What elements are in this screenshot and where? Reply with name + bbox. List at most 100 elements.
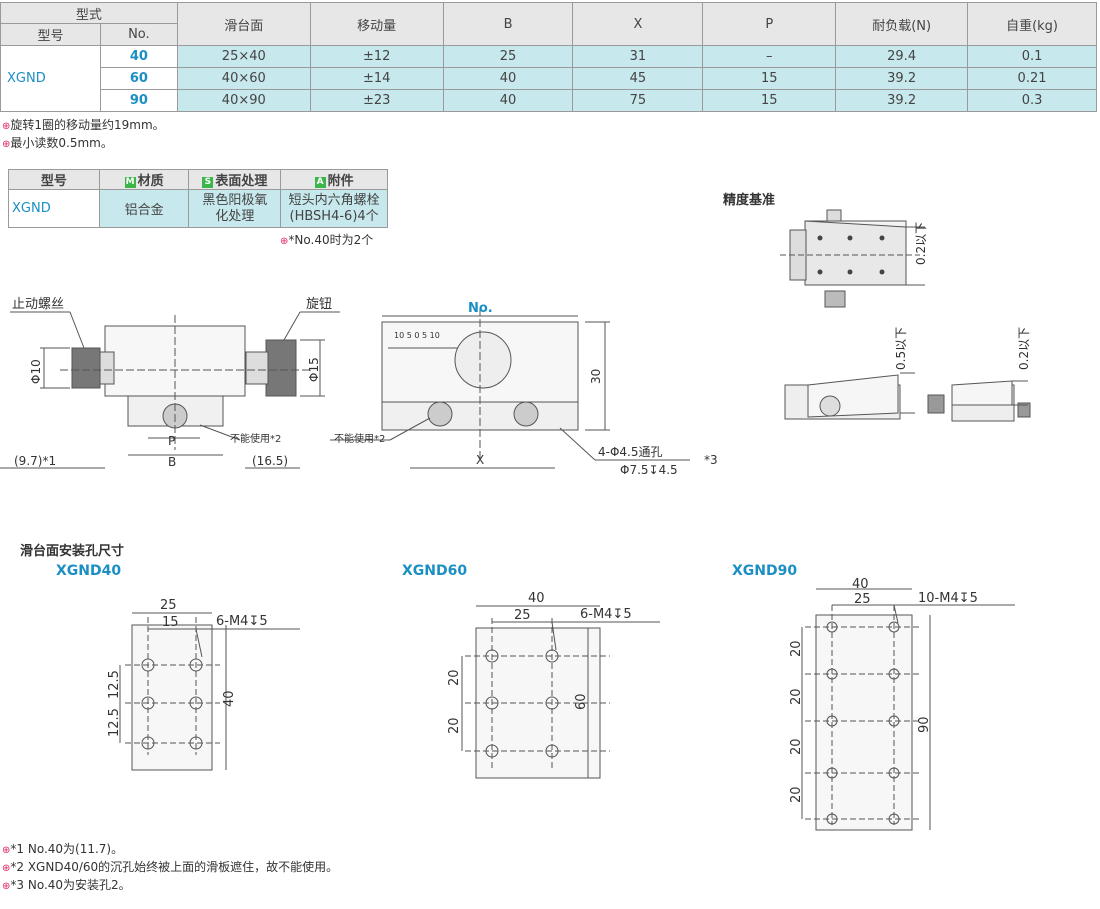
- d40-label: 40: [222, 690, 237, 707]
- thread-label: 6-M4↧5: [580, 607, 632, 622]
- d15-label: 15: [162, 615, 179, 630]
- header-travel: 移动量: [309, 2, 444, 46]
- header-x: X: [572, 2, 704, 46]
- d40-label: 40: [528, 591, 545, 606]
- d20a-label: 20: [447, 669, 462, 686]
- row-no: 60: [99, 67, 178, 90]
- row-weight: 0.3: [967, 89, 1097, 112]
- header-b: B: [442, 2, 574, 46]
- row-no: 90: [99, 89, 178, 112]
- d60-label: 60: [574, 693, 589, 710]
- row-no: 40: [99, 45, 178, 68]
- row-x: 31: [572, 45, 704, 68]
- note-item: ⊕旋转1圈的移动量约19mm。: [2, 118, 165, 132]
- b-label: B: [168, 455, 176, 469]
- row-slide: 25×40: [176, 45, 311, 68]
- row-p: 15: [702, 89, 837, 112]
- xgnd90-diagram: 40 25 10-M4↧5 20 20 20 20 90: [789, 577, 1015, 831]
- surface-badge-icon: S: [202, 177, 214, 188]
- scale-label: 10 5 0 5 10: [394, 331, 440, 340]
- phi10-label: Φ10: [29, 359, 43, 384]
- header-p: P: [702, 2, 837, 46]
- mount-title: 滑台面安装孔尺寸: [20, 544, 125, 559]
- hole-label-1: 4-Φ4.5通孔: [598, 445, 663, 459]
- mat-surface: 黑色阳极氧化处理: [188, 189, 282, 228]
- accessory-badge-icon: A: [314, 177, 326, 188]
- xgnd40-diagram: 25 15 6-M4↧5 12.5 12.5 40: [107, 598, 300, 771]
- header-weight: 自重(kg): [967, 2, 1097, 46]
- row-b: 25: [442, 45, 574, 68]
- mat-model: XGND: [8, 189, 100, 228]
- header-load: 耐负载(N): [835, 2, 969, 46]
- header-slide-surface: 滑台面: [176, 2, 311, 46]
- note-item: ⊕*3 No.40为安装孔2。: [2, 878, 131, 892]
- dim-30-label: 30: [589, 369, 603, 384]
- xgnd90-title: XGND90: [732, 563, 798, 579]
- precision-title: 精度基准: [723, 193, 776, 208]
- d25-label: 25: [514, 608, 531, 623]
- row-load: 39.2: [835, 67, 969, 90]
- front-view-diagram: No. 10 5 0 5 10 30 X 不能使用*2 4-Φ4.5通孔 Φ7.…: [330, 301, 718, 477]
- info-icon: ⊕: [2, 121, 11, 132]
- header-form: 型式: [0, 2, 178, 24]
- notes-bottom: ⊕*1 No.40为(11.7)。 ⊕*2 XGND40/60的沉孔始终被上面的…: [2, 841, 338, 895]
- row-travel: ±23: [309, 89, 444, 112]
- d125b-label: 12.5: [107, 708, 122, 737]
- d20c-label: 20: [789, 738, 804, 755]
- info-icon: ⊕: [2, 139, 11, 150]
- header-no: No.: [99, 23, 178, 46]
- precision-diagram: 0.2以下 0.5以下 0.2以下: [780, 209, 1031, 422]
- xgnd40-title: XGND40: [56, 563, 122, 579]
- mat-note: ⊕*No.40时为2个: [280, 233, 374, 247]
- row-travel: ±12: [309, 45, 444, 68]
- thread-label: 10-M4↧5: [918, 591, 978, 606]
- front-unusable-label: 不能使用*2: [334, 432, 385, 445]
- knob-label: 旋钮: [306, 297, 332, 312]
- row-b: 40: [442, 67, 574, 90]
- xgnd60-title: XGND60: [402, 563, 468, 579]
- row-load: 29.4: [835, 45, 969, 68]
- d20a-label: 20: [789, 640, 804, 657]
- thread-label: 6-M4↧5: [216, 614, 268, 629]
- hole-label-2: Φ7.5↧4.5: [620, 463, 678, 477]
- d20d-label: 20: [789, 786, 804, 803]
- precision-label-b: 0.5以下: [894, 327, 908, 370]
- row-travel: ±14: [309, 67, 444, 90]
- d40-label: 40: [852, 577, 869, 592]
- note-item: ⊕*2 XGND40/60的沉孔始终被上面的滑板遮住，故不能使用。: [2, 860, 339, 874]
- d25-label: 25: [854, 592, 871, 607]
- row-weight: 0.21: [967, 67, 1097, 90]
- d20b-label: 20: [789, 688, 804, 705]
- row-slide: 40×90: [176, 89, 311, 112]
- mat-accessory: 短头内六角螺栓(HBSH4-6)4个: [280, 189, 388, 228]
- precision-label-a: 0.2以下: [914, 222, 928, 265]
- row-x: 75: [572, 89, 704, 112]
- row-b: 40: [442, 89, 574, 112]
- d20b-label: 20: [447, 717, 462, 734]
- model-name: XGND: [0, 45, 101, 112]
- xgnd60-diagram: 40 25 6-M4↧5 20 20 60: [447, 591, 660, 779]
- row-p: –: [702, 45, 837, 68]
- header-model: 型号: [0, 23, 101, 46]
- row-load: 39.2: [835, 89, 969, 112]
- row-p: 15: [702, 67, 837, 90]
- d125a-label: 12.5: [107, 670, 122, 699]
- stop-screw-label: 止动螺丝: [12, 297, 64, 312]
- p-label: P: [168, 434, 175, 448]
- row-x: 45: [572, 67, 704, 90]
- notes-top: ⊕旋转1圈的移动量约19mm。 ⊕最小读数0.5mm。: [2, 117, 165, 153]
- precision-label-c: 0.2以下: [1017, 327, 1031, 370]
- note-item: ⊕最小读数0.5mm。: [2, 136, 113, 150]
- mat-header-model: 型号: [8, 169, 100, 190]
- dim-97-label: (9.7)*1: [14, 454, 56, 468]
- star3-label: *3: [704, 453, 718, 467]
- info-icon: ⊕: [2, 845, 11, 856]
- material-badge-icon: M: [124, 177, 136, 188]
- d25-label: 25: [160, 598, 177, 613]
- spec-table: 型式 滑台面 移动量 B X P 耐负载(N) 自重(kg) 型号 No. XG…: [0, 2, 1097, 112]
- phi15-label: Φ15: [307, 357, 321, 382]
